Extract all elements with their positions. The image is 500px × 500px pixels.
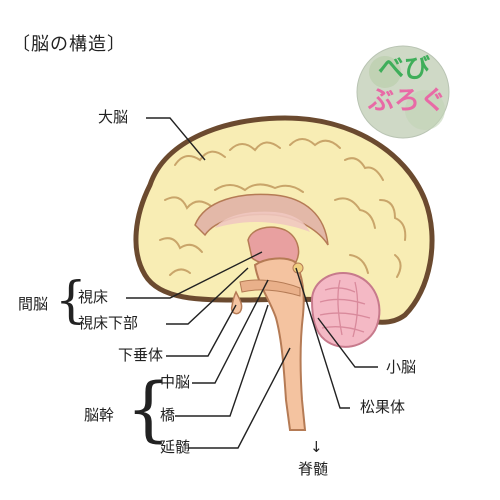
label-medulla: 延髄 [160,438,191,456]
leader-lines [126,117,378,449]
pineal-shape [292,262,304,274]
cerebellum-shape [310,272,381,348]
label-hypothalamus: 視床下部 [78,314,139,332]
label-brainstem-group: 脳幹 [84,406,115,424]
label-diencephalon-group: 間脳 [18,295,49,313]
label-thalamus: 視床 [78,288,109,306]
label-cerebellum: 小脳 [386,358,417,376]
brace-diencephalon: { [55,271,87,329]
label-pineal: 松果体 [360,398,406,416]
label-pituitary: 下垂体 [118,346,164,364]
label-pons: 橋 [160,406,176,424]
page-title: 〔脳の構造〕 [12,34,126,55]
logo-text-line2: ぶろぐ [368,86,447,116]
label-spinal-cord: 脊髄 [298,460,329,478]
logo-text-line1: べび [378,54,431,84]
brace-brainstem: { [126,368,171,450]
arrow-down-icon: ↓ [310,438,323,456]
label-midbrain: 中脳 [160,373,191,391]
gyri-lines [159,138,407,278]
brainstem-shape [253,257,307,431]
label-cerebrum: 大脳 [98,108,129,126]
